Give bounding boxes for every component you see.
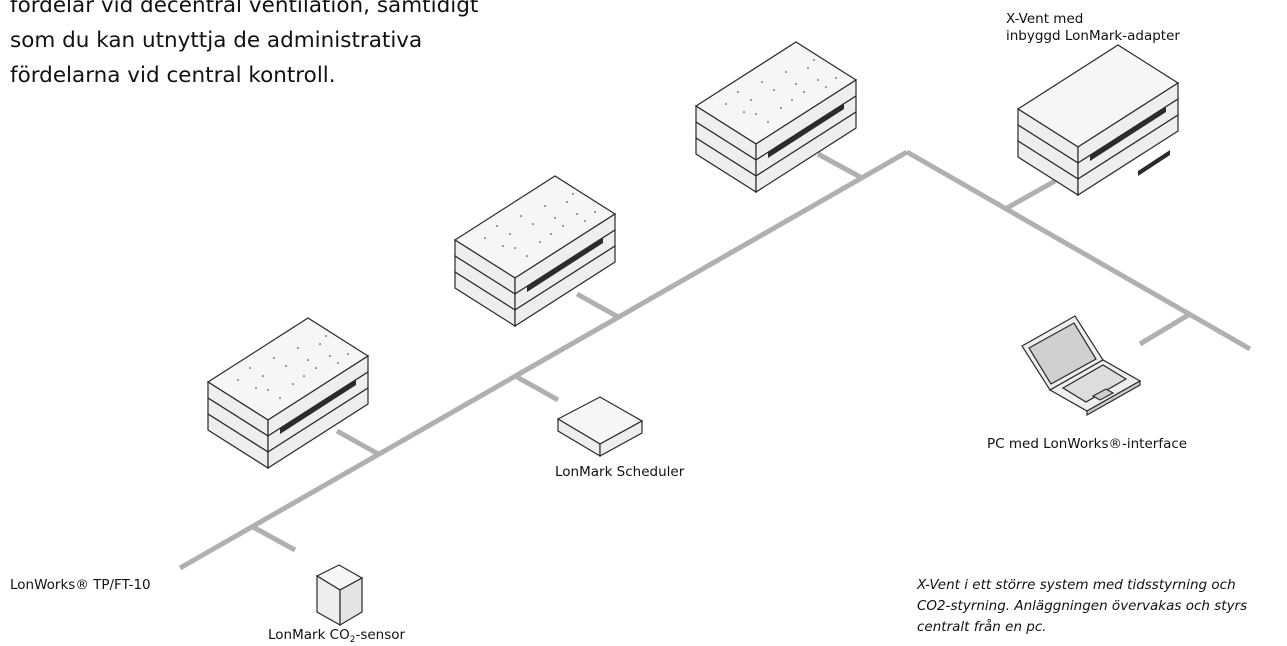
scheduler-device	[556, 396, 644, 458]
caption-line: CO2-styrning. Anläggningen övervakas och…	[917, 598, 1248, 614]
xvent-unit-3	[695, 41, 857, 193]
bus-label: LonWorks® TP/FT-10	[10, 577, 151, 593]
intro-line: fördelarna vid central kontroll.	[10, 63, 336, 88]
xvent-unit-adapter	[1017, 44, 1179, 196]
intro-line: som du kan utnyttja de administrativa	[10, 28, 423, 53]
scheduler-label: LonMark Scheduler	[555, 464, 685, 480]
co2-label-sub: 2	[349, 635, 356, 645]
xvent-unit-1	[207, 317, 369, 469]
co2-sensor-label: LonMark CO2-sensor	[268, 627, 405, 645]
pc-label: PC med LonWorks®-interface	[987, 436, 1188, 452]
caption-line: X-Vent i ett större system med tidsstyrn…	[917, 577, 1236, 593]
xvent-label: X-Vent med inbyggd LonMark-adapter	[1006, 11, 1180, 45]
intro-text: fördelar vid decentral ventilation, samt…	[10, 0, 479, 93]
caption-line: centralt från en pc.	[917, 619, 1047, 635]
xvent-label-line: X-Vent med	[1006, 11, 1084, 27]
laptop-icon	[1021, 315, 1142, 417]
xvent-label-line: inbyggd LonMark-adapter	[1006, 28, 1180, 44]
figure-caption: X-Vent i ett större system med tidsstyrn…	[917, 575, 1287, 638]
lonworks-bus	[178, 149, 1252, 571]
co2-sensor-device	[315, 564, 364, 627]
co2-label-tail: -sensor	[355, 627, 406, 643]
intro-line: fördelar vid decentral ventilation, samt…	[10, 0, 479, 18]
co2-label-main: LonMark CO	[268, 627, 350, 643]
